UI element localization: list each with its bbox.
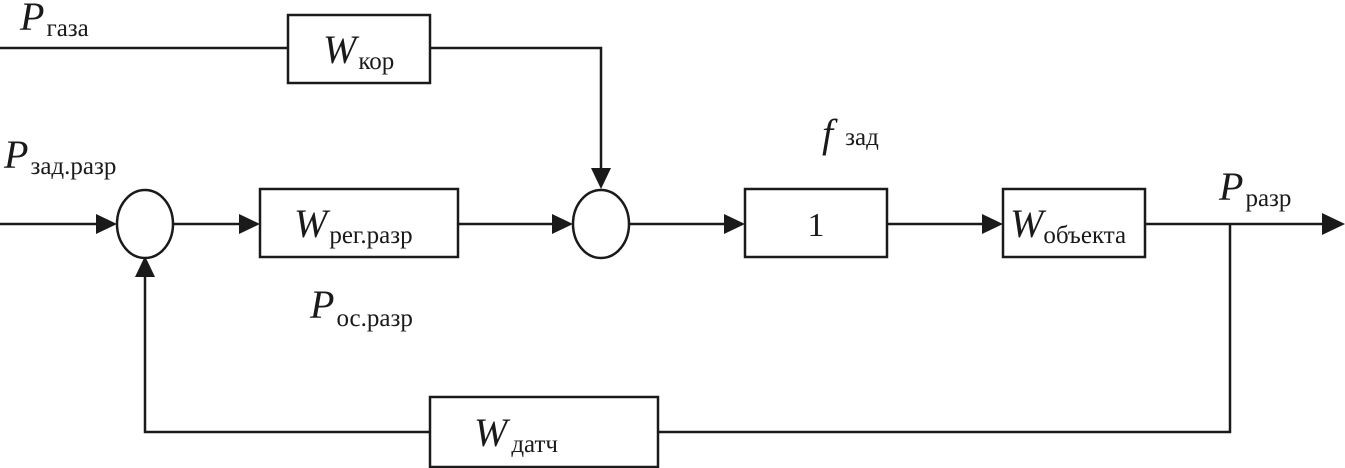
signal-f-zad-symbol: f [822,111,838,156]
signal-p-gaza-label: Pгаза [19,0,89,42]
summing-junction-2 [571,188,631,260]
arrow-kor-into-junction2 [591,168,611,189]
block-w-kor-subscript: кор [358,48,394,75]
signal-p-gaza-symbol: P [19,0,44,39]
line-wkor-to-junction2 [430,46,603,172]
block-w-reg-razr: Wрег.разр [258,187,460,259]
block-w-reg-razr-frame [258,187,460,259]
signal-p-zad-razr-subscript: зад.разр [30,153,116,180]
block-unity: 1 [743,187,889,259]
block-w-obekta: Wобъекта [1001,187,1147,259]
signal-p-gaza-subscript: газа [46,15,88,42]
signal-p-razr-subscript: разр [1245,185,1291,212]
signal-p-os-razr-subscript: ос.разр [336,305,412,332]
block-w-kor-symbol: W [323,27,360,72]
block-unity-label: 1 [808,207,825,244]
arrow-into-wreg [239,214,260,234]
block-w-kor-label: Wкор [323,27,394,75]
connection-lines [0,46,1328,434]
line-output-to-wdatch [658,224,1232,434]
block-w-reg-razr-symbol: W [294,201,331,246]
signal-p-zad-razr-label: Pзад.разр [3,132,116,180]
arrow-output [1322,213,1345,235]
arrow-into-junction2 [552,214,573,234]
block-w-datch-frame [428,395,660,468]
signal-p-razr-symbol: P [1218,164,1243,209]
block-w-kor-frame [286,13,432,85]
arrow-into-junction1 [96,214,117,234]
block-w-datch-subscript: датч [511,431,558,458]
block-w-obekta-subscript: объекта [1043,222,1126,249]
arrow-feedback-into-junction1 [135,256,155,277]
arrow-into-wobj [982,214,1003,234]
block-w-obekta-symbol: W [1010,201,1047,246]
signal-p-zad-razr-symbol: P [3,132,28,177]
line-wdatch-to-junction1 [143,270,430,434]
signal-p-razr-label: Pразр [1218,164,1291,212]
signal-p-os-razr-label: Pос.разр [309,282,413,332]
block-unity-frame [743,187,889,259]
signal-f-zad-subscript: зад [845,124,879,151]
block-w-obekta-label: Wобъекта [1010,201,1126,249]
block-w-datch-symbol: W [474,410,511,455]
block-w-reg-razr-label: Wрег.разр [294,201,413,249]
arrow-into-unity [724,214,745,234]
summing-junction-1 [115,188,175,260]
block-w-reg-razr-subscript: рег.разр [329,222,412,249]
arrowheads [96,168,1345,277]
block-w-obekta-frame [1001,187,1147,259]
signal-p-os-razr-symbol: P [309,282,334,327]
block-w-kor: Wкор [286,13,432,85]
